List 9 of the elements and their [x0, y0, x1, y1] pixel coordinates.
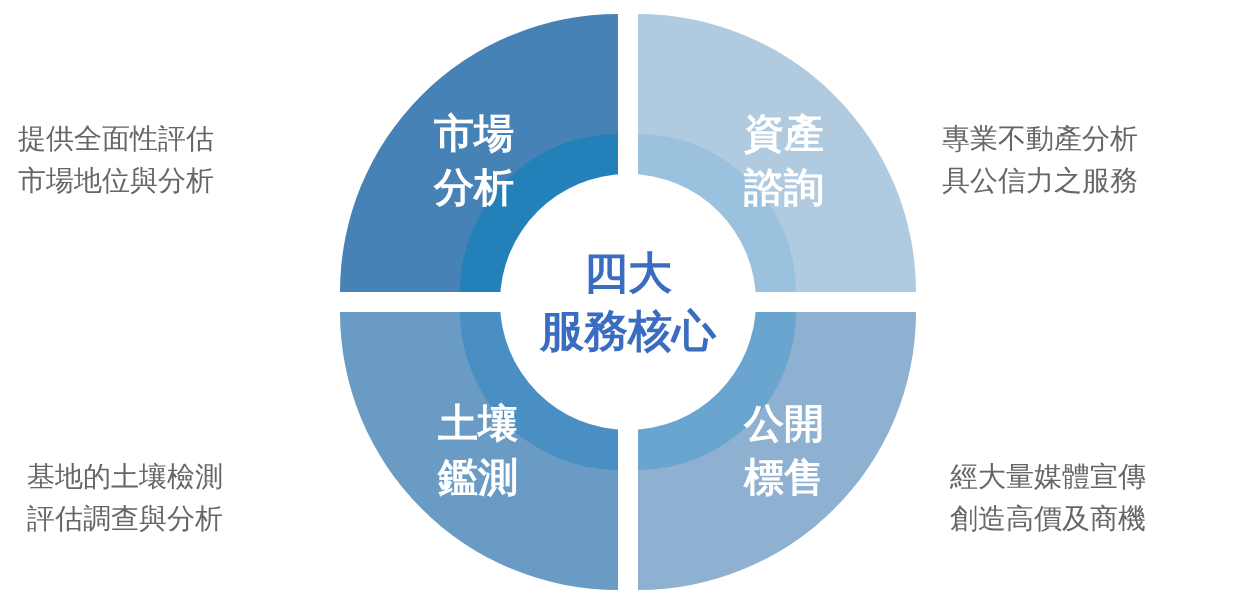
segment-title: 資產諮詢: [742, 109, 825, 212]
segment-title: 土壤鑑測: [436, 399, 519, 502]
description-text: 提供全面性評估市場地位與分析: [18, 121, 215, 199]
segment-title: 公開標售: [742, 399, 825, 502]
center-title: 四大服務核心: [540, 246, 716, 358]
description-text: 專業不動產分析具公信力之服務: [942, 121, 1139, 199]
description-text: 經大量媒體宣傳創造高價及商機: [950, 459, 1147, 537]
segment-title: 市場分析: [432, 109, 515, 212]
description-text: 基地的土壤檢測評估調查與分析: [27, 459, 224, 537]
